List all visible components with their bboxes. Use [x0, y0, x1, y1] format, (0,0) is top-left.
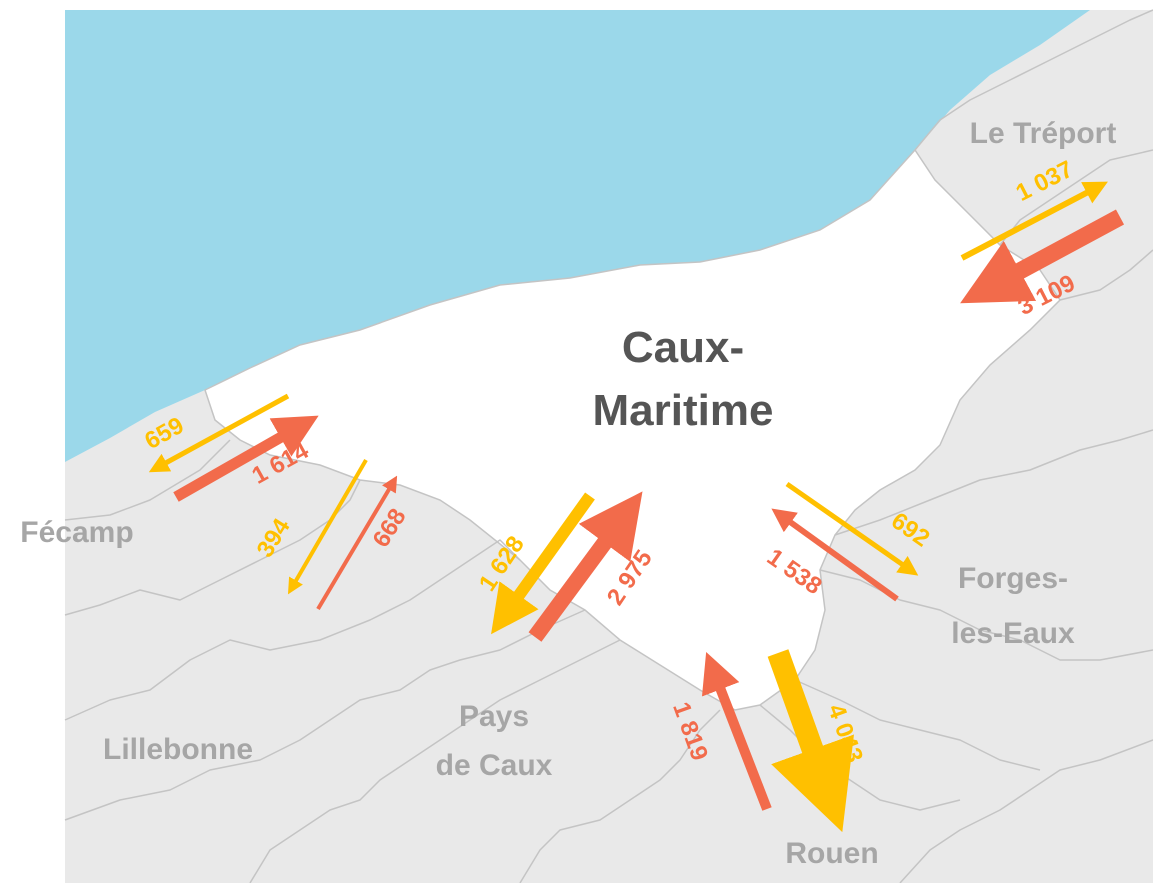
place-label-forges-line-1: Forges-: [958, 562, 1068, 595]
caux-maritime-region: [204, 148, 1061, 711]
flow-arrow-fecamp-out: [148, 393, 290, 473]
flow-arrow-treport-in: [960, 209, 1125, 304]
flow-arrow-forges-in: [771, 508, 899, 602]
region-title-line-2: Maritime: [593, 386, 774, 435]
flow-arrow-lillebonne-out: [287, 458, 368, 595]
flow-arrow-forges-out: [785, 481, 919, 576]
flow-arrow-pays-out: [491, 492, 595, 635]
place-label-pays-line-1: Pays: [459, 700, 529, 733]
flow-arrow-lillebonne-in: [316, 475, 398, 611]
place-label-forges-line-2: les-Eaux: [951, 617, 1075, 650]
sea-area: [65, 10, 1090, 462]
flow-arrow-pays-in: [528, 491, 643, 642]
place-label-le-treport: Le Tréport: [970, 117, 1117, 150]
place-label-rouen: Rouen: [785, 837, 878, 870]
place-label-lillebonne: Lillebonne: [103, 733, 253, 766]
place-label-fecamp: Fécamp: [20, 516, 133, 549]
border-lines: [64, 9, 1153, 883]
flow-arrow-rouen-out: [767, 649, 854, 833]
flow-arrows: [148, 181, 1125, 833]
flow-arrow-fecamp-in: [173, 415, 319, 502]
region-title-line-1: Caux-: [622, 323, 744, 372]
flow-arrow-rouen-in: [701, 652, 772, 811]
place-label-pays-line-2: de Caux: [436, 749, 553, 782]
